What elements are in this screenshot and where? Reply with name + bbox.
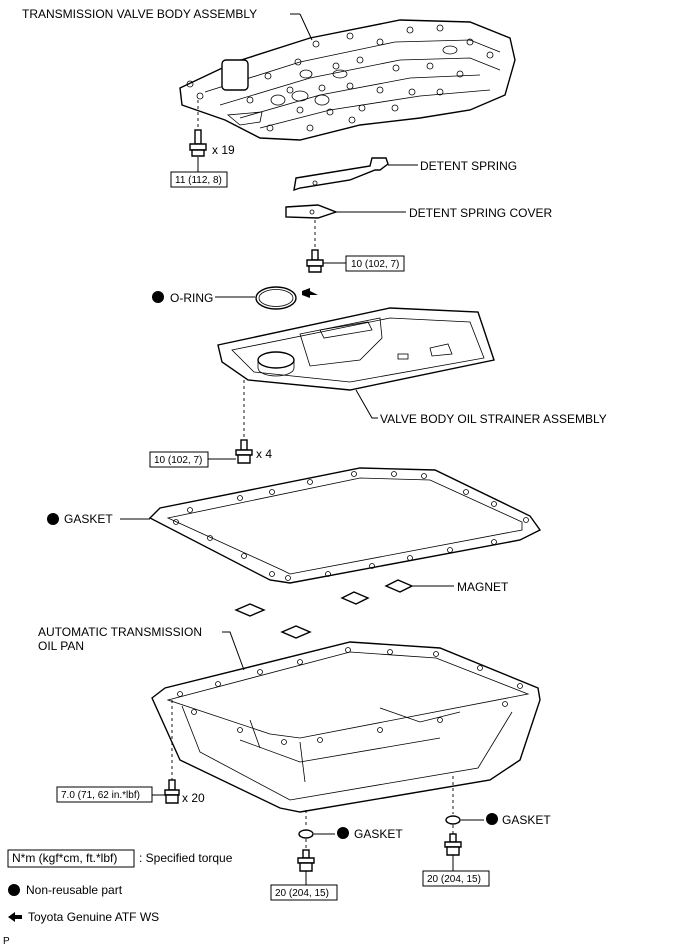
- pan-gasket-drawing: [148, 467, 542, 584]
- o-ring-drawing: [255, 286, 297, 310]
- detent-spring-label: DETENT SPRING: [420, 159, 517, 173]
- drain-gasket-2-label: GASKET: [502, 813, 551, 827]
- strainer-bolt-torque: 10 (102, 7): [154, 455, 202, 466]
- oil-pan-bolt-quantity: x 20: [182, 791, 205, 805]
- valve-body-bolt: [189, 100, 207, 157]
- detent-spring-cover-drawing: [285, 204, 339, 219]
- corner-mark: P: [3, 936, 10, 947]
- legend-torque-unit: N*m (kgf*cm, ft.*lbf): [12, 851, 117, 865]
- oil-pan-label-line1: AUTOMATIC TRANSMISSION: [38, 625, 202, 639]
- drain-plug-1-torque: 20 (204, 15): [275, 888, 329, 899]
- legend-non-reusable-mark: [8, 884, 20, 896]
- drain-plug-2-torque: 20 (204, 15): [427, 874, 481, 885]
- drain-gasket-2: [445, 815, 461, 825]
- oil-pan-label-line2: OIL PAN: [38, 639, 84, 653]
- oil-pan-drawing: [151, 641, 541, 813]
- drain-gasket-1-non-reusable-mark: [337, 827, 349, 839]
- detent-bolt: [306, 220, 324, 273]
- o-ring-label: O-RING: [170, 291, 213, 305]
- detent-spring-drawing: [293, 157, 389, 192]
- magnets-drawing: [234, 579, 414, 639]
- legend-atf-arrow: [8, 912, 22, 922]
- legend-torque-desc: : Specified torque: [139, 851, 233, 865]
- valve-body-drawing: [179, 19, 516, 141]
- strainer-label: VALVE BODY OIL STRAINER ASSEMBLY: [380, 412, 607, 426]
- oil-pan-bolt: [164, 700, 180, 804]
- legend: N*m (kgf*cm, ft.*lbf) : Specified torque…: [7, 849, 233, 924]
- drain-plug-1: [297, 839, 315, 872]
- pan-gasket-label: GASKET: [64, 512, 113, 526]
- drain-gasket-1-label: GASKET: [354, 827, 403, 841]
- valve-body-bolt-quantity: x 19: [212, 143, 235, 157]
- legend-non-reusable: Non-reusable part: [26, 883, 123, 897]
- magnet-label: MAGNET: [457, 580, 509, 594]
- drain-gasket-2-non-reusable-mark: [486, 813, 498, 825]
- strainer-bolt-quantity: x 4: [256, 447, 272, 461]
- drain-gasket-1: [298, 829, 314, 839]
- oil-pan-bolt-torque: 7.0 (71, 62 in.*lbf): [61, 790, 140, 801]
- strainer-drawing: [217, 307, 495, 391]
- valve-body-bolt-torque: 11 (112, 8): [175, 175, 222, 186]
- valve-body-label: TRANSMISSION VALVE BODY ASSEMBLY: [22, 7, 257, 21]
- legend-atf: Toyota Genuine ATF WS: [28, 910, 159, 924]
- detent-bolt-torque: 10 (102, 7): [351, 259, 399, 270]
- o-ring-non-reusable-mark: [152, 291, 164, 303]
- strainer-bolt: [235, 380, 253, 464]
- pan-gasket-non-reusable-mark: [47, 513, 59, 525]
- drain-plug-2: [444, 825, 462, 856]
- o-ring-atf-arrow: [302, 288, 318, 298]
- detent-spring-cover-label: DETENT SPRING COVER: [409, 206, 552, 220]
